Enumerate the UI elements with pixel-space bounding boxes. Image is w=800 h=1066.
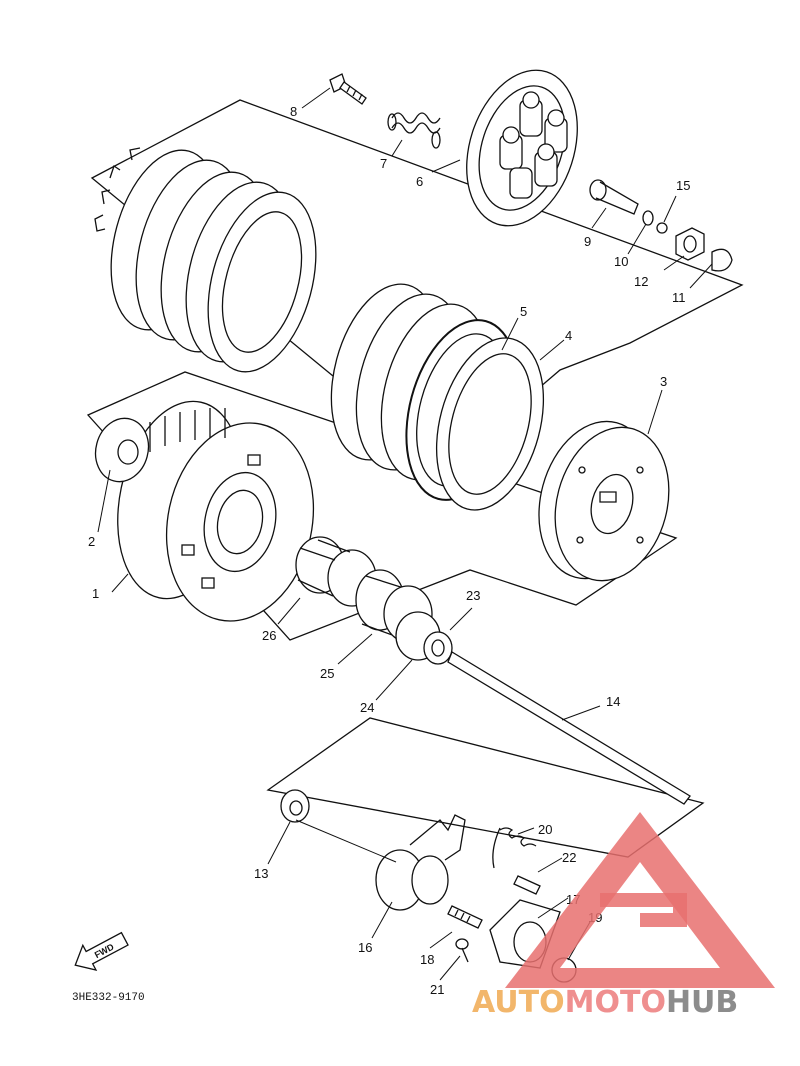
callout-22: 22 xyxy=(562,850,576,865)
callout-26: 26 xyxy=(262,628,276,643)
svg-text:AUTOMOTOHUB: AUTOMOTOHUB xyxy=(472,985,738,1020)
group-outline-hub xyxy=(86,371,678,641)
callout-2: 2 xyxy=(88,534,95,549)
spacer-collar xyxy=(395,611,453,665)
callout-25: 25 xyxy=(320,666,334,681)
callout-3: 3 xyxy=(660,374,667,389)
diagram-code: 3HE332-9170 xyxy=(72,992,145,1004)
callout-8: 8 xyxy=(290,104,297,119)
screw xyxy=(455,938,469,963)
adjusting-screw xyxy=(447,905,483,929)
watermark-auto: AUTO xyxy=(472,985,565,1020)
callout-7: 7 xyxy=(380,156,387,171)
clutch-boss xyxy=(538,420,670,582)
group-outline-push-lever xyxy=(266,717,705,858)
callout-16: 16 xyxy=(358,940,372,955)
locknut xyxy=(675,227,705,261)
clutch-housing xyxy=(117,400,315,622)
callout-24: 24 xyxy=(360,700,374,715)
thrust-washer xyxy=(94,417,150,483)
watermark-logo: AUTOMOTOHUB xyxy=(472,812,775,1020)
callout-10: 10 xyxy=(614,254,628,269)
watermark-hub: HUB xyxy=(666,985,738,1020)
callout-20: 20 xyxy=(538,822,552,837)
friction-plates-upper xyxy=(94,147,317,373)
callout-18: 18 xyxy=(420,952,434,967)
watermark-triangle-icon xyxy=(505,812,775,988)
lock-washer xyxy=(711,248,733,272)
callout-23: 23 xyxy=(466,588,480,603)
callout-15: 15 xyxy=(676,178,690,193)
washer xyxy=(642,210,654,226)
watermark-moto: MOTO xyxy=(565,985,666,1020)
pressure-plate xyxy=(466,69,578,227)
callout-1: 1 xyxy=(92,586,99,601)
dowel-pin xyxy=(513,875,541,895)
push-rod-1 xyxy=(589,179,639,215)
forward-arrow-icon: FWD xyxy=(74,931,129,971)
callout-13: 13 xyxy=(254,866,268,881)
callout-14: 14 xyxy=(606,694,620,709)
push-lever-shaft xyxy=(375,814,466,911)
callout-9: 9 xyxy=(584,234,591,249)
oil-seal xyxy=(280,789,310,823)
push-rod-2 xyxy=(447,651,691,805)
callout-5: 5 xyxy=(520,304,527,319)
callout-12: 12 xyxy=(634,274,648,289)
clutch-spring xyxy=(387,112,441,149)
bolt xyxy=(329,73,367,105)
clutch-plate xyxy=(435,337,545,511)
callout-11: 11 xyxy=(672,290,686,305)
callout-21: 21 xyxy=(430,982,444,997)
callout-4: 4 xyxy=(565,328,572,343)
return-spring xyxy=(492,827,537,869)
callout-6: 6 xyxy=(416,174,423,189)
ball xyxy=(656,222,668,234)
